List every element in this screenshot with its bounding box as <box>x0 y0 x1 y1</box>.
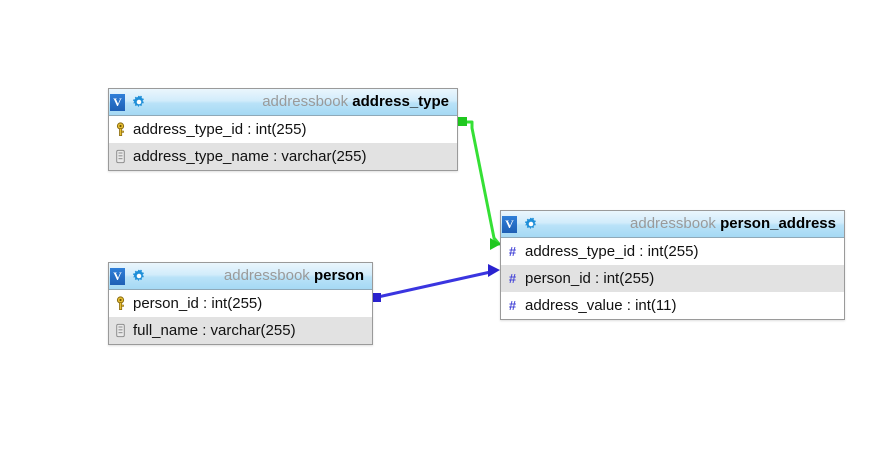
numeric-column-icon: # <box>508 244 517 259</box>
column-label: address_type_id : int(255) <box>525 242 699 260</box>
gear-icon[interactable] <box>524 217 538 231</box>
column-label: person_id : int(255) <box>525 269 655 287</box>
gear-icon[interactable] <box>132 269 146 283</box>
table-name-label: address_type <box>352 93 449 110</box>
numeric-column-icon: # <box>508 298 517 313</box>
column-icon <box>116 149 125 164</box>
table-row[interactable]: address_type_name : varchar(255) <box>109 143 457 170</box>
table-row[interactable]: address_type_id : int(255) <box>109 116 457 143</box>
table-title-person_address: addressbook person_address <box>538 215 838 233</box>
relationship-source-marker-blue <box>372 293 381 302</box>
gear-icon[interactable] <box>132 95 146 109</box>
numeric-column-icon: # <box>508 271 517 286</box>
relationship-source-marker-green <box>458 117 467 126</box>
table-address_type[interactable]: V addressbook address_type address_type_… <box>108 88 458 171</box>
table-name-label: person <box>313 267 364 284</box>
view-badge-icon: V <box>110 93 125 111</box>
column-label: address_type_id : int(255) <box>133 120 307 138</box>
column-label: full_name : varchar(255) <box>133 321 296 339</box>
primary-key-icon <box>116 296 125 310</box>
relationship-address-type <box>458 117 501 250</box>
relationship-line-blue <box>376 269 497 299</box>
schema-label: addressbook <box>630 215 716 232</box>
primary-key-icon <box>116 122 125 136</box>
relationship-target-arrow-blue <box>488 264 500 277</box>
table-header-person[interactable]: V addressbook person <box>109 263 372 290</box>
table-row[interactable]: full_name : varchar(255) <box>109 317 372 344</box>
column-label: address_type_name : varchar(255) <box>133 147 367 165</box>
relationship-person <box>372 264 500 302</box>
schema-label: addressbook <box>223 267 310 284</box>
table-header-address_type[interactable]: V addressbook address_type <box>109 89 457 116</box>
view-badge-icon: V <box>110 267 125 285</box>
relationship-line-green <box>464 120 501 246</box>
column-label: address_value : int(11) <box>525 296 677 314</box>
table-title-address_type: addressbook address_type <box>146 93 451 111</box>
view-badge-icon: V <box>502 215 517 233</box>
table-title-person: addressbook person <box>146 267 366 285</box>
column-label: person_id : int(255) <box>133 294 263 312</box>
table-row[interactable]: # person_id : int(255) <box>501 265 844 292</box>
table-name-label: person_address <box>720 215 836 232</box>
table-row[interactable]: # address_value : int(11) <box>501 292 844 319</box>
table-header-person_address[interactable]: V addressbook person_address <box>501 211 844 238</box>
schema-label: addressbook <box>262 93 349 110</box>
table-person_address[interactable]: V addressbook person_address # address_t… <box>500 210 845 320</box>
column-icon <box>116 323 125 338</box>
table-person[interactable]: V addressbook person person_id : int(255… <box>108 262 373 345</box>
table-row[interactable]: # address_type_id : int(255) <box>501 238 844 265</box>
table-row[interactable]: person_id : int(255) <box>109 290 372 317</box>
